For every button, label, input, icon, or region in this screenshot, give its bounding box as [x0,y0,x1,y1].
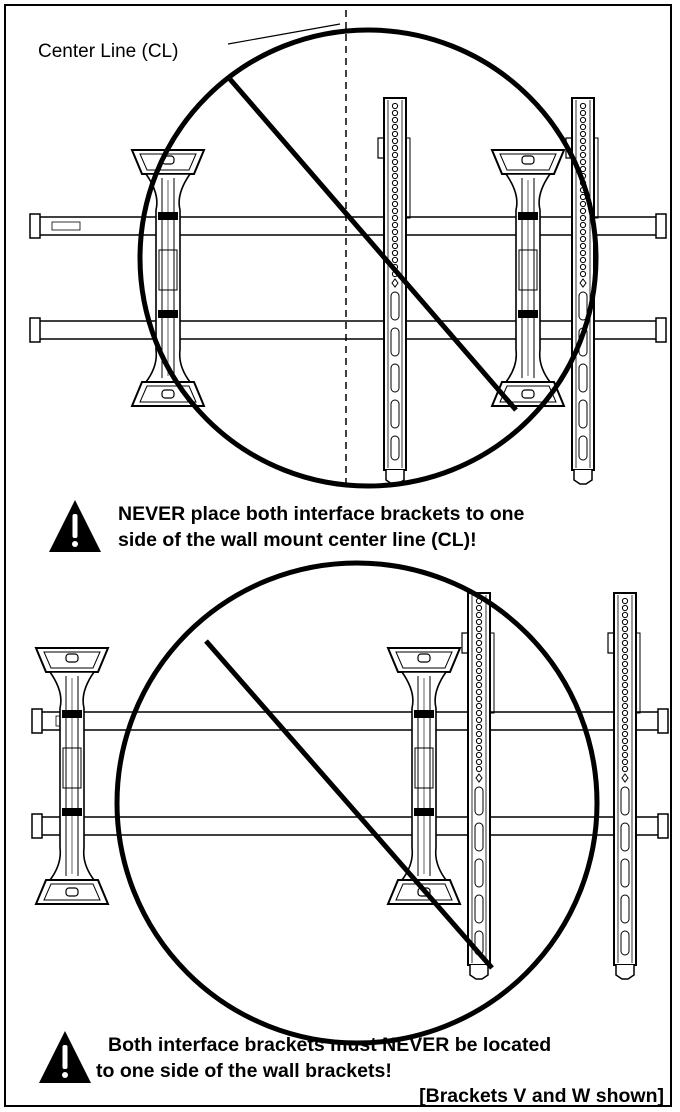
top-interface-bracket-right [491,149,565,407]
top-upper-rail [29,213,667,239]
bottom-diagram [31,560,669,1046]
warning-triangle-icon [49,500,101,552]
top-lower-rail [29,317,667,343]
figure-caption: [Brackets V and W shown] [419,1085,664,1107]
top-wall-bracket-left [377,97,411,485]
warning-triangle-icon [39,1031,91,1083]
warning-2-line-1: Both interface brackets must NEVER be lo… [108,1034,551,1056]
center-line-label: Center Line (CL) [38,41,178,62]
top-diagram [29,10,667,489]
warning-2-line-2: to one side of the wall brackets! [96,1060,392,1082]
warning-1-line-1: NEVER place both interface brackets to o… [118,503,525,525]
bottom-wall-bracket-right [607,592,641,980]
bottom-interface-bracket-left [35,647,109,905]
prohibition-circle-icon [114,560,600,1046]
warning-1-line-2: side of the wall mount center line (CL)! [118,529,477,551]
center-line-leader [227,23,341,45]
bottom-wall-bracket-left [461,592,495,980]
diagram-frame [4,4,672,1107]
bottom-lower-rail [31,813,669,839]
bottom-interface-bracket-right [387,647,461,905]
prohibition-circle-icon [137,27,599,489]
